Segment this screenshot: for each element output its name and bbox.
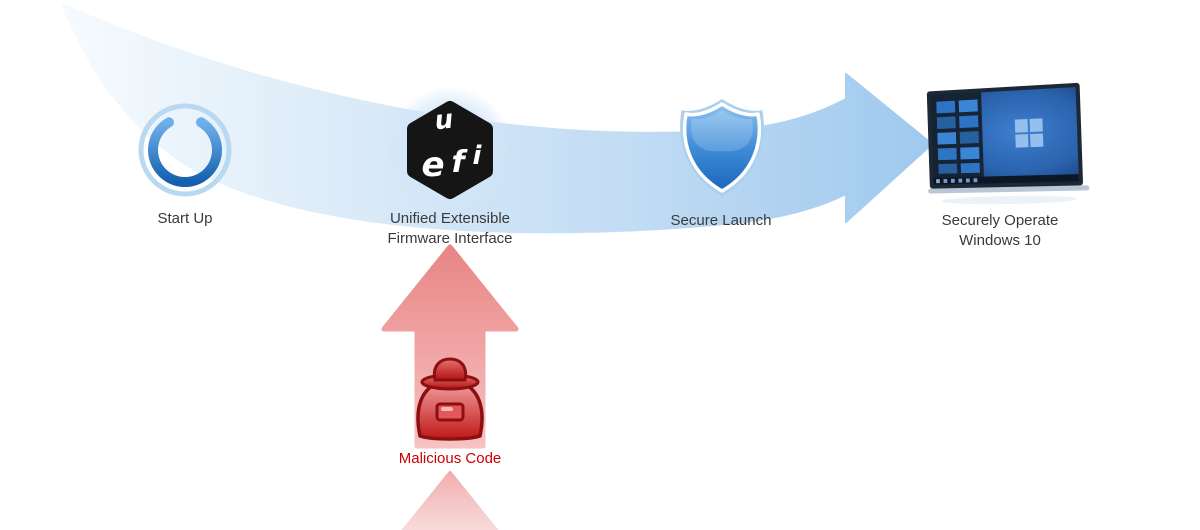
label-windows-line2: Windows 10 — [959, 232, 1041, 249]
uefi-letter-u: u — [433, 105, 455, 137]
shield-icon — [680, 98, 764, 197]
threat-arrow — [381, 244, 519, 449]
label-start-up-text: Start Up — [157, 210, 213, 227]
label-windows: Securely Operate Windows 10 — [942, 211, 1059, 251]
label-uefi-line1: Unified Extensible — [389, 210, 511, 227]
monitor-base — [928, 185, 1090, 194]
taskbar — [933, 174, 1079, 185]
label-secure-launch-text: Secure Launch — [670, 212, 772, 229]
uefi-letter-e: e — [421, 145, 444, 185]
uefi-cube-icon: u e f i — [386, 86, 514, 214]
windows10-desktop — [921, 79, 1096, 211]
label-malicious-code-text: Malicious Code — [398, 450, 502, 467]
spy-hat-crown — [432, 357, 468, 382]
monitor-shadow — [941, 194, 1078, 206]
spy-icon — [416, 357, 484, 441]
label-uefi-line2: Firmware Interface — [387, 230, 513, 247]
start-menu-panel — [930, 92, 984, 178]
label-uefi: Unified Extensible Firmware Interface — [387, 209, 512, 249]
label-start-up: Start Up — [157, 209, 212, 229]
shield-body — [682, 102, 762, 193]
power-arc — [148, 117, 222, 187]
start-menu-tiles — [936, 99, 980, 174]
shield-sheen — [691, 110, 753, 152]
windows10-screen-graphic — [926, 82, 1090, 206]
uefi-cube — [407, 101, 493, 199]
uefi-letter-f: f — [451, 145, 468, 180]
label-windows-line1: Securely Operate — [941, 212, 1059, 229]
uefi-letter-i: i — [473, 141, 483, 171]
spy-case-highlight — [441, 407, 453, 411]
spy-case — [435, 402, 465, 422]
windows-logo — [1014, 118, 1044, 148]
label-secure-launch: Secure Launch — [671, 211, 772, 231]
power-icon — [138, 99, 232, 197]
label-malicious-code: Malicious Code — [399, 449, 502, 469]
threat-arrow-faded — [401, 471, 499, 530]
